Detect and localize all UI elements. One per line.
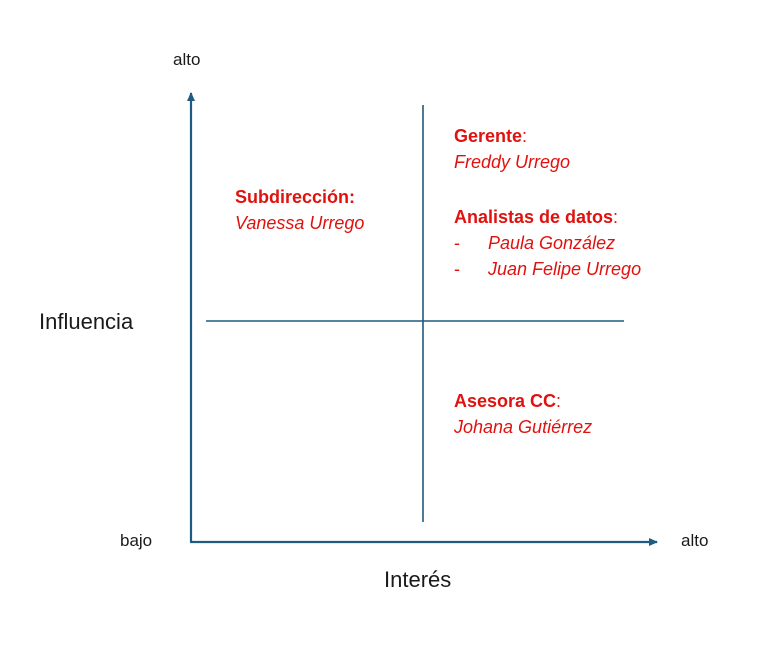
y-axis-title: Influencia (39, 309, 134, 334)
analyst-list-item: -Paula González (454, 233, 616, 253)
asesora-name: Johana Gutiérrez (454, 417, 593, 437)
quadrant-top-right-manager: Gerente: Freddy Urrego (454, 123, 570, 175)
quadrant-top-right-analysts: Analistas de datos: -Paula González -Jua… (454, 204, 641, 282)
gerente-heading: Gerente: (454, 126, 528, 146)
origin-low-label: bajo (120, 531, 153, 550)
x-axis-high-label: alto (681, 531, 709, 550)
asesora-heading: Asesora CC: (454, 391, 562, 411)
analyst-list-item: -Juan Felipe Urrego (454, 259, 642, 279)
subdireccion-name: Vanessa Urrego (235, 213, 365, 233)
analistas-heading: Analistas de datos: (454, 207, 619, 227)
quadrant-top-left: Subdirección: Vanessa Urrego (235, 184, 364, 236)
x-axis-title: Interés (384, 567, 452, 592)
quadrant-bottom-right: Asesora CC: Johana Gutiérrez (454, 388, 592, 440)
subdireccion-heading: Subdirección: (235, 187, 356, 207)
gerente-name: Freddy Urrego (454, 152, 571, 172)
y-axis-high-label: alto (173, 50, 201, 69)
